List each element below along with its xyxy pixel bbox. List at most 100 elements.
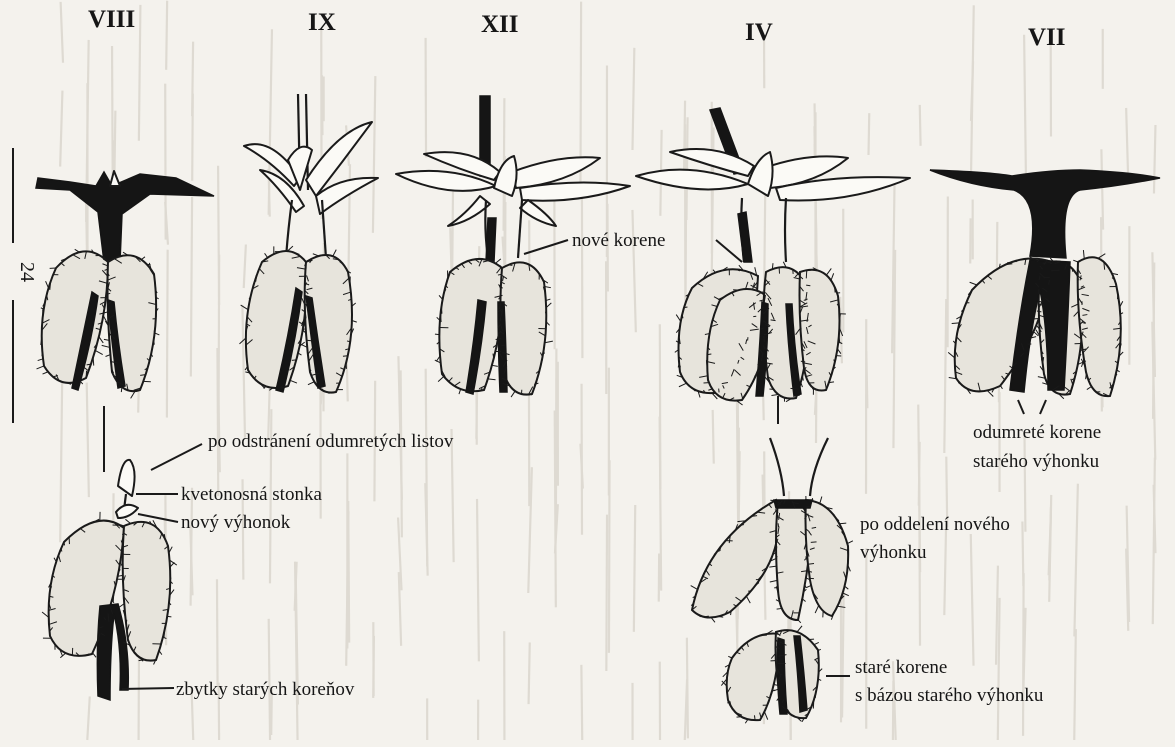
root-hair [751, 516, 757, 517]
root-hair [170, 574, 171, 579]
root-hair [790, 388, 798, 389]
root-hair [488, 379, 496, 380]
root-hair [676, 315, 681, 322]
scale-bar: 24 [13, 148, 38, 423]
root-hair [769, 566, 776, 567]
root-hair [1039, 325, 1040, 329]
label-after-removing-dead-leaves: po odstránení odumretých listov [208, 431, 454, 452]
stage-label-ix: IX [308, 9, 336, 36]
root-hair [707, 354, 711, 355]
root-hair [1083, 250, 1084, 259]
root-hair [313, 254, 319, 256]
root-hair [288, 246, 293, 251]
root-hair [492, 365, 498, 366]
separated-new-shoot [692, 438, 848, 620]
root-hair [241, 305, 248, 310]
root-hair [970, 282, 977, 285]
root-hair [308, 382, 314, 385]
root-hair [61, 548, 62, 551]
root-hair [814, 642, 819, 644]
root-hair [679, 383, 687, 387]
root-hair [811, 542, 817, 543]
root-hair [831, 273, 834, 280]
root-hair [1098, 254, 1105, 259]
root-hair [834, 286, 835, 292]
root-hair [37, 366, 44, 369]
stage-label-iv: IV [745, 19, 773, 46]
root-hair [691, 586, 698, 590]
root-hair [495, 259, 500, 263]
label-old-roots-line2: s bázou starého výhonku [855, 685, 1044, 706]
root-hair [684, 307, 687, 308]
root-hair [772, 263, 773, 269]
label-dead-roots-line1: odumreté korene [973, 422, 1101, 443]
root-hair [46, 281, 49, 288]
root-hair [121, 387, 122, 392]
old-roots-with-base [727, 630, 819, 720]
root-hair [777, 608, 782, 609]
roots-viii-cleaned [49, 521, 171, 700]
label-old-roots-line1: staré korene [855, 657, 947, 678]
plant-ix [244, 94, 378, 393]
stage-label-viii: VIII [88, 6, 135, 33]
label-old-root-remnants: zbytky starých koreňov [176, 679, 355, 700]
roots-xii [439, 259, 546, 395]
root-hair [775, 674, 776, 677]
root-hair [812, 498, 813, 501]
label-new-shoot: nový výhonok [181, 512, 291, 533]
root-hair [102, 345, 110, 347]
root-hair [113, 593, 114, 602]
root-hair [93, 653, 96, 658]
root-hair [1102, 395, 1107, 396]
page-number: 24 [16, 262, 38, 282]
root-hair [438, 376, 444, 381]
root-hair [798, 620, 801, 623]
root-hair [837, 606, 845, 607]
root-hair [952, 323, 960, 324]
root-hair [764, 712, 767, 720]
root-hair [820, 496, 822, 503]
root-hair [511, 391, 515, 397]
root-hair [764, 336, 765, 342]
plant-viii-cleaned: po odstránení odumretých listov kvetonos… [49, 406, 454, 700]
root-hair [771, 394, 778, 395]
stage-label-xii: XII [481, 11, 519, 38]
root-hair [797, 626, 802, 632]
root-hair [333, 250, 336, 257]
root-hair [441, 313, 442, 322]
root-hair [847, 541, 853, 544]
root-hair [125, 519, 130, 523]
plant-vii: odumreté korene starého výhonku [930, 170, 1160, 472]
root-hair [754, 715, 755, 720]
root-hair [1087, 386, 1092, 389]
root-hair [718, 616, 723, 617]
root-hair [95, 350, 103, 354]
root-hair [826, 268, 831, 275]
label-flower-stalk: kvetonosná stonka [181, 484, 322, 505]
label-dead-roots-line2: starého výhonku [973, 451, 1100, 472]
label-after-separating-line2: výhonku [860, 542, 927, 563]
root-hair [797, 395, 800, 396]
stage-label-vii: VII [1028, 24, 1066, 51]
root-hair [99, 337, 103, 343]
root-hair [1073, 260, 1078, 262]
label-after-separating-line1: po oddelení nového [860, 514, 1010, 535]
root-hair [1049, 280, 1050, 285]
roots-viii [42, 251, 156, 391]
roots-ix [246, 251, 352, 393]
root-hair [343, 356, 348, 357]
root-hair [103, 316, 107, 324]
root-hair [265, 253, 268, 257]
root-hair [435, 334, 439, 335]
plant-viii [36, 171, 214, 391]
plant-xii: nové korene [396, 96, 665, 395]
root-hair [307, 340, 312, 341]
root-hair [815, 605, 819, 613]
root-hair [829, 382, 834, 383]
root-hair [1000, 386, 1002, 389]
root-hair [806, 285, 810, 286]
roots-iv [679, 267, 840, 400]
root-hair [839, 523, 846, 524]
root-hair [93, 357, 94, 365]
